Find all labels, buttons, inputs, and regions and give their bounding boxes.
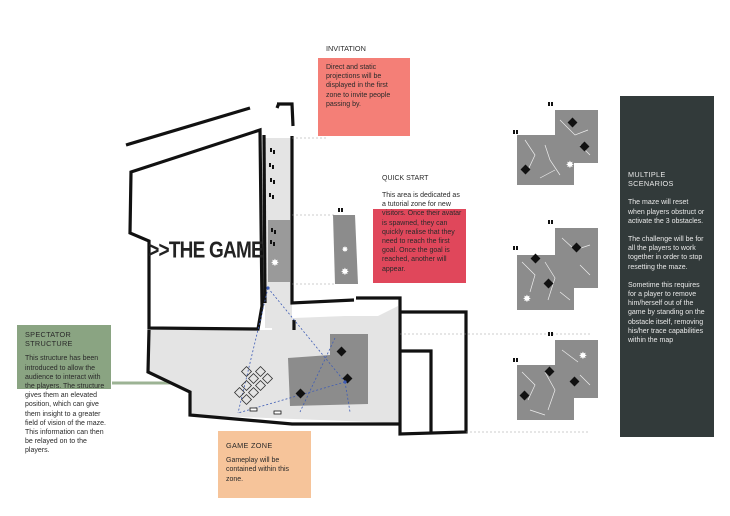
svg-text:✸: ✸: [342, 245, 349, 254]
invitation-body: Direct and static projections will be di…: [326, 64, 391, 108]
game-zone-body: Gameplay will be contained within this z…: [226, 457, 290, 483]
scenario-paragraph-3: Sometime this requires for a player to r…: [628, 281, 705, 345]
spectator-panel: [17, 325, 111, 389]
obstacle-diamond-icon: [336, 346, 347, 357]
spectator-title: SPECTATOR STRUCTURE: [25, 330, 73, 349]
obstacle-diamond-icon: [295, 388, 306, 399]
spectator-body: This structure has been introduced to al…: [25, 355, 106, 455]
footprints-icon: [269, 148, 276, 246]
svg-text:✸: ✸: [523, 294, 531, 305]
quick-start-title: QUICK START: [382, 175, 429, 182]
multiple-scenarios-panel: MULTIPLE SCENARIOS The maze will reset w…: [620, 96, 714, 437]
multiple-scenarios-title: MULTIPLE SCENARIOS: [628, 170, 674, 189]
quick-start-body: This area is dedicated as a tutorial zon…: [382, 192, 462, 273]
game-zone-panel: GAME ZONE Gameplay will be contained wit…: [218, 431, 311, 498]
scenario-paragraph-2: The challenge will be for all the player…: [628, 236, 704, 271]
building-label: >>THE GAME: [148, 238, 263, 263]
quick-start-tile: [333, 215, 358, 284]
scenario-map-1: ✸: [513, 102, 598, 185]
svg-text:✸: ✸: [566, 160, 574, 171]
svg-text:✸: ✸: [341, 267, 349, 278]
invitation-title: INVITATION: [326, 44, 366, 53]
scenario-map-2: ✸: [513, 220, 598, 310]
quick-start-panel: [373, 209, 466, 283]
corridor-projection: [268, 220, 290, 282]
scenario-map-3: ✸: [513, 332, 598, 420]
game-zone-title: GAME ZONE: [226, 441, 273, 450]
svg-text:✸: ✸: [579, 351, 587, 362]
game-zone-map: [237, 286, 368, 414]
goal-star-icon: ✸: [271, 258, 279, 269]
projection-guides: [292, 137, 590, 433]
invitation-panel: Direct and static projections will be di…: [318, 58, 410, 136]
building-walls: [125, 102, 468, 436]
spectator-text: SPECTATOR STRUCTURE This structure has b…: [25, 330, 111, 456]
scenario-paragraph-1: The maze will reset when players obstruc…: [628, 199, 705, 225]
spectator-lattice: [233, 365, 274, 406]
